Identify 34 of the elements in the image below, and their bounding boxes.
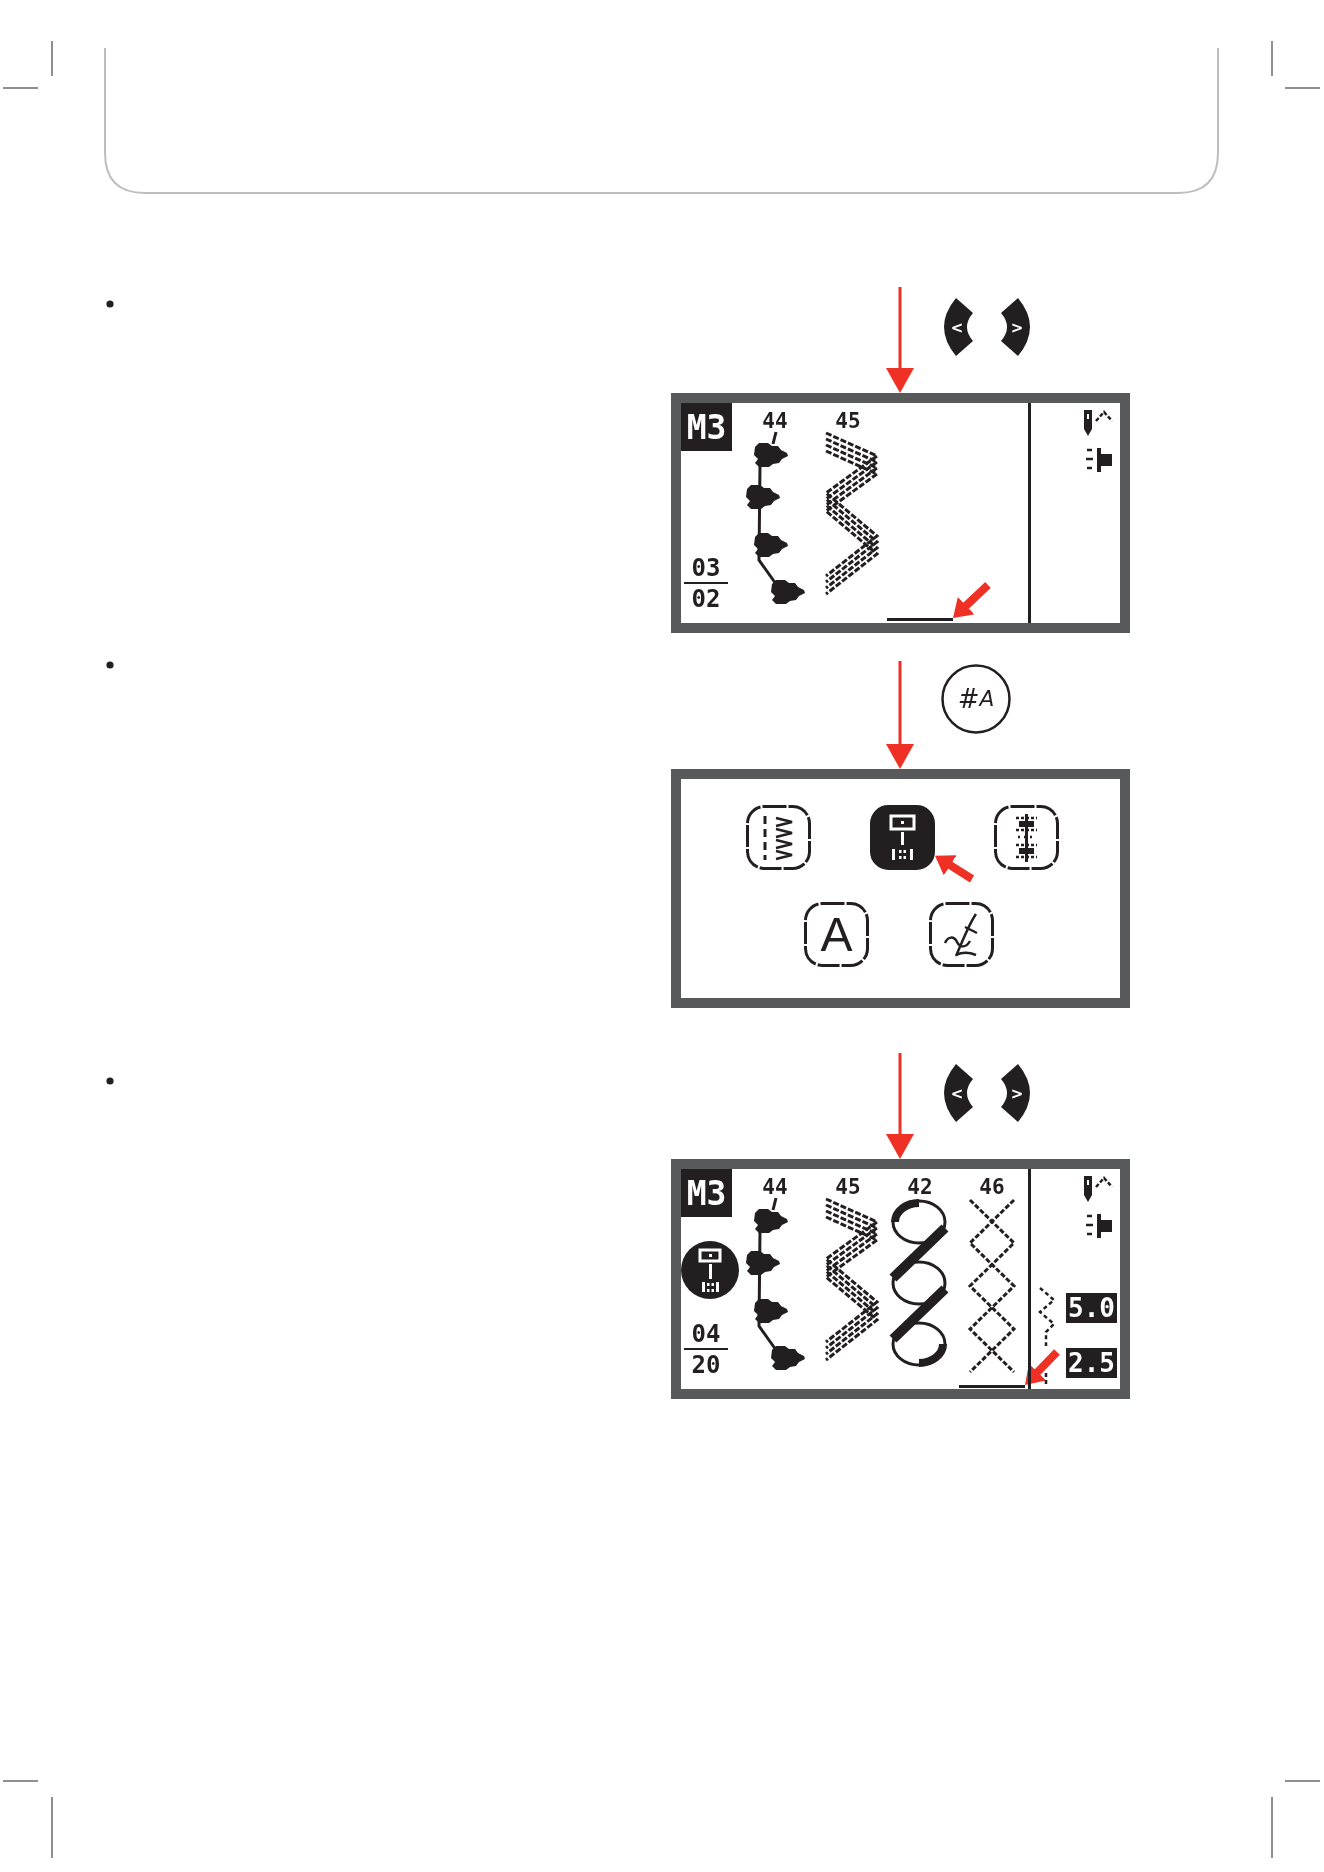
stitch-position: 04 [690,1321,722,1346]
stitch-number: 44 [761,1176,789,1198]
lcd-screen [671,1159,1130,1399]
stitch-number: 46 [978,1176,1006,1198]
script-letter-icon [929,902,994,967]
stitch-total: 02 [690,586,722,611]
star-stitch-icon [994,805,1059,870]
arrow [887,287,913,393]
arrow [887,1053,913,1159]
arrow [935,855,975,883]
left-arrow-button: < [944,298,973,356]
stitch-length-value: 2.5 [1066,1348,1117,1378]
memory-label: M3 [681,403,732,451]
arrow [887,661,913,769]
stitch-number: 42 [906,1176,934,1198]
cursor-bar [887,618,953,621]
lcd-screen [671,393,1130,633]
arrow [953,582,991,618]
letter-a-icon: A [804,902,869,967]
fringe-stitch-icon [746,805,811,870]
right-arrow-button: > [1001,1064,1030,1122]
stitch-position: 03 [690,555,722,580]
left-arrow-button: < [944,1064,973,1122]
stitch-number: 45 [834,1176,862,1198]
cursor-bar [959,1385,1025,1388]
stitch-width-value: 5.0 [1066,1293,1117,1323]
arrow [1025,1349,1060,1385]
lcd-screen [671,769,1130,1008]
stitch-number: 45 [834,410,862,432]
right-arrow-button: > [1001,298,1030,356]
stitch-total: 20 [690,1352,722,1377]
memory-label: M3 [681,1169,732,1217]
stitch-number: 44 [761,410,789,432]
buttonhole-icon [870,805,935,870]
